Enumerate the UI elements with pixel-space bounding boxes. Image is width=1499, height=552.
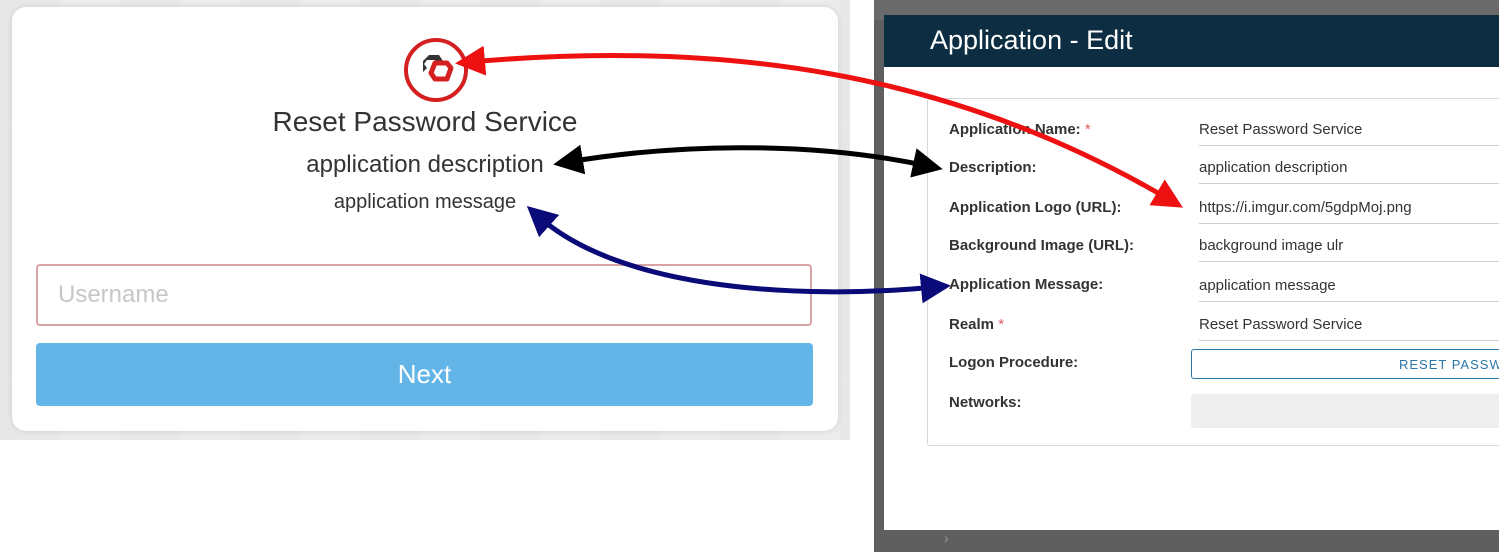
login-preview: Reset Password Service application descr… — [0, 0, 850, 440]
label-networks: Networks: — [949, 394, 1022, 411]
realm-field[interactable]: Reset Password Service — [1199, 310, 1499, 341]
label-background-image: Background Image (URL): — [949, 237, 1135, 254]
application-name-field[interactable]: Reset Password Service — [1199, 115, 1499, 146]
edit-header: Application - Edit — [884, 15, 1499, 67]
application-logo-field[interactable]: https://i.imgur.com/5gdpMoj.png — [1199, 193, 1499, 224]
application-message-field[interactable]: application message — [1199, 271, 1499, 302]
logon-procedure-button[interactable]: RESET PASSW — [1191, 349, 1499, 379]
edit-title: Application - Edit — [930, 25, 1133, 55]
app-logo-icon — [404, 38, 468, 102]
next-button[interactable]: Next — [36, 343, 813, 406]
login-title: Reset Password Service — [272, 106, 578, 137]
login-message: application message — [333, 191, 517, 213]
username-input[interactable] — [36, 264, 812, 326]
login-description: application description — [306, 151, 544, 178]
application-edit-window: Application - Edit Application Name: * R… — [874, 0, 1499, 552]
label-application-message: Application Message: — [949, 276, 1104, 293]
label-logon-procedure: Logon Procedure: — [949, 354, 1079, 371]
login-card: Reset Password Service application descr… — [12, 7, 838, 431]
background-image-field[interactable]: background image ulr — [1199, 231, 1499, 262]
networks-field[interactable] — [1191, 394, 1499, 428]
description-field[interactable]: application description — [1199, 153, 1499, 184]
edit-panel: Application - Edit Application Name: * R… — [884, 15, 1499, 530]
chevron-right-icon: › — [944, 530, 949, 546]
label-description: Description: — [949, 159, 1037, 176]
label-application-name: Application Name: * — [949, 121, 1091, 138]
label-realm: Realm * — [949, 316, 1005, 333]
label-application-logo: Application Logo (URL): — [949, 199, 1122, 216]
